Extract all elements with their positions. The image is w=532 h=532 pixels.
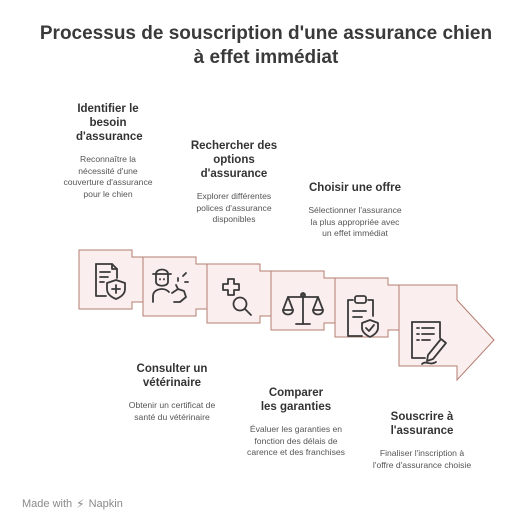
- step-card-3: [206, 263, 272, 324]
- balance-scale-icon: [282, 292, 324, 325]
- step-6-text: Souscrire à l'assurance Finaliser l'insc…: [372, 410, 472, 471]
- step-description: Évaluer les garanties en fonction des dé…: [247, 424, 345, 457]
- step-1-text: Identifier le besoin d'assurance Reconna…: [62, 102, 154, 200]
- step-card-2: [142, 256, 208, 317]
- step-title: Souscrire à l'assurance: [390, 411, 454, 437]
- made-with-napkin-footer[interactable]: Made with ⚡ Napkin: [22, 497, 123, 511]
- step-5-text: Choisir une offre Sélectionner l'assuran…: [306, 181, 404, 240]
- step-2-text: Consulter un vétérinaire Obtenir un cert…: [124, 362, 220, 423]
- napkin-logo-icon: ⚡: [76, 497, 85, 511]
- medical-cross-search-icon: [222, 278, 252, 316]
- step-description: Explorer différentes polices d'assurance…: [196, 191, 272, 224]
- step-description: Obtenir un certificat de santé du vétéri…: [128, 400, 216, 422]
- step-4-text: Comparer les garanties Évaluer les garan…: [246, 386, 346, 459]
- step-title: Identifier le besoin d'assurance: [76, 103, 143, 143]
- made-with-label: Made with: [22, 498, 73, 510]
- step-card-6-arrow: [398, 284, 495, 382]
- veterinarian-dog-icon: [152, 268, 189, 303]
- title-line-2: à effet immédiat: [193, 47, 339, 68]
- step-description: Sélectionner l'assurance la plus appropr…: [308, 205, 402, 238]
- document-sign-icon: [411, 321, 447, 365]
- brand-name: Napkin: [88, 498, 123, 510]
- step-title: Choisir une offre: [308, 182, 401, 194]
- step-description: Reconnaître la nécessité d'une couvertur…: [63, 154, 153, 199]
- step-card-1: [78, 249, 144, 310]
- title-line-1: Processus de souscription d'une assuranc…: [39, 23, 493, 44]
- step-title: Rechercher des options d'assurance: [190, 140, 278, 180]
- clipboard-check-icon: [347, 295, 379, 338]
- step-title: Consulter un vétérinaire: [136, 363, 208, 389]
- step-description: Finaliser l'inscription à l'offre d'assu…: [372, 448, 472, 470]
- diagram-title: Processus de souscription d'une assuranc…: [20, 22, 512, 70]
- step-3-text: Rechercher des options d'assurance Explo…: [184, 139, 284, 226]
- document-shield-icon: [95, 263, 126, 300]
- step-title: Comparer les garanties: [260, 387, 332, 413]
